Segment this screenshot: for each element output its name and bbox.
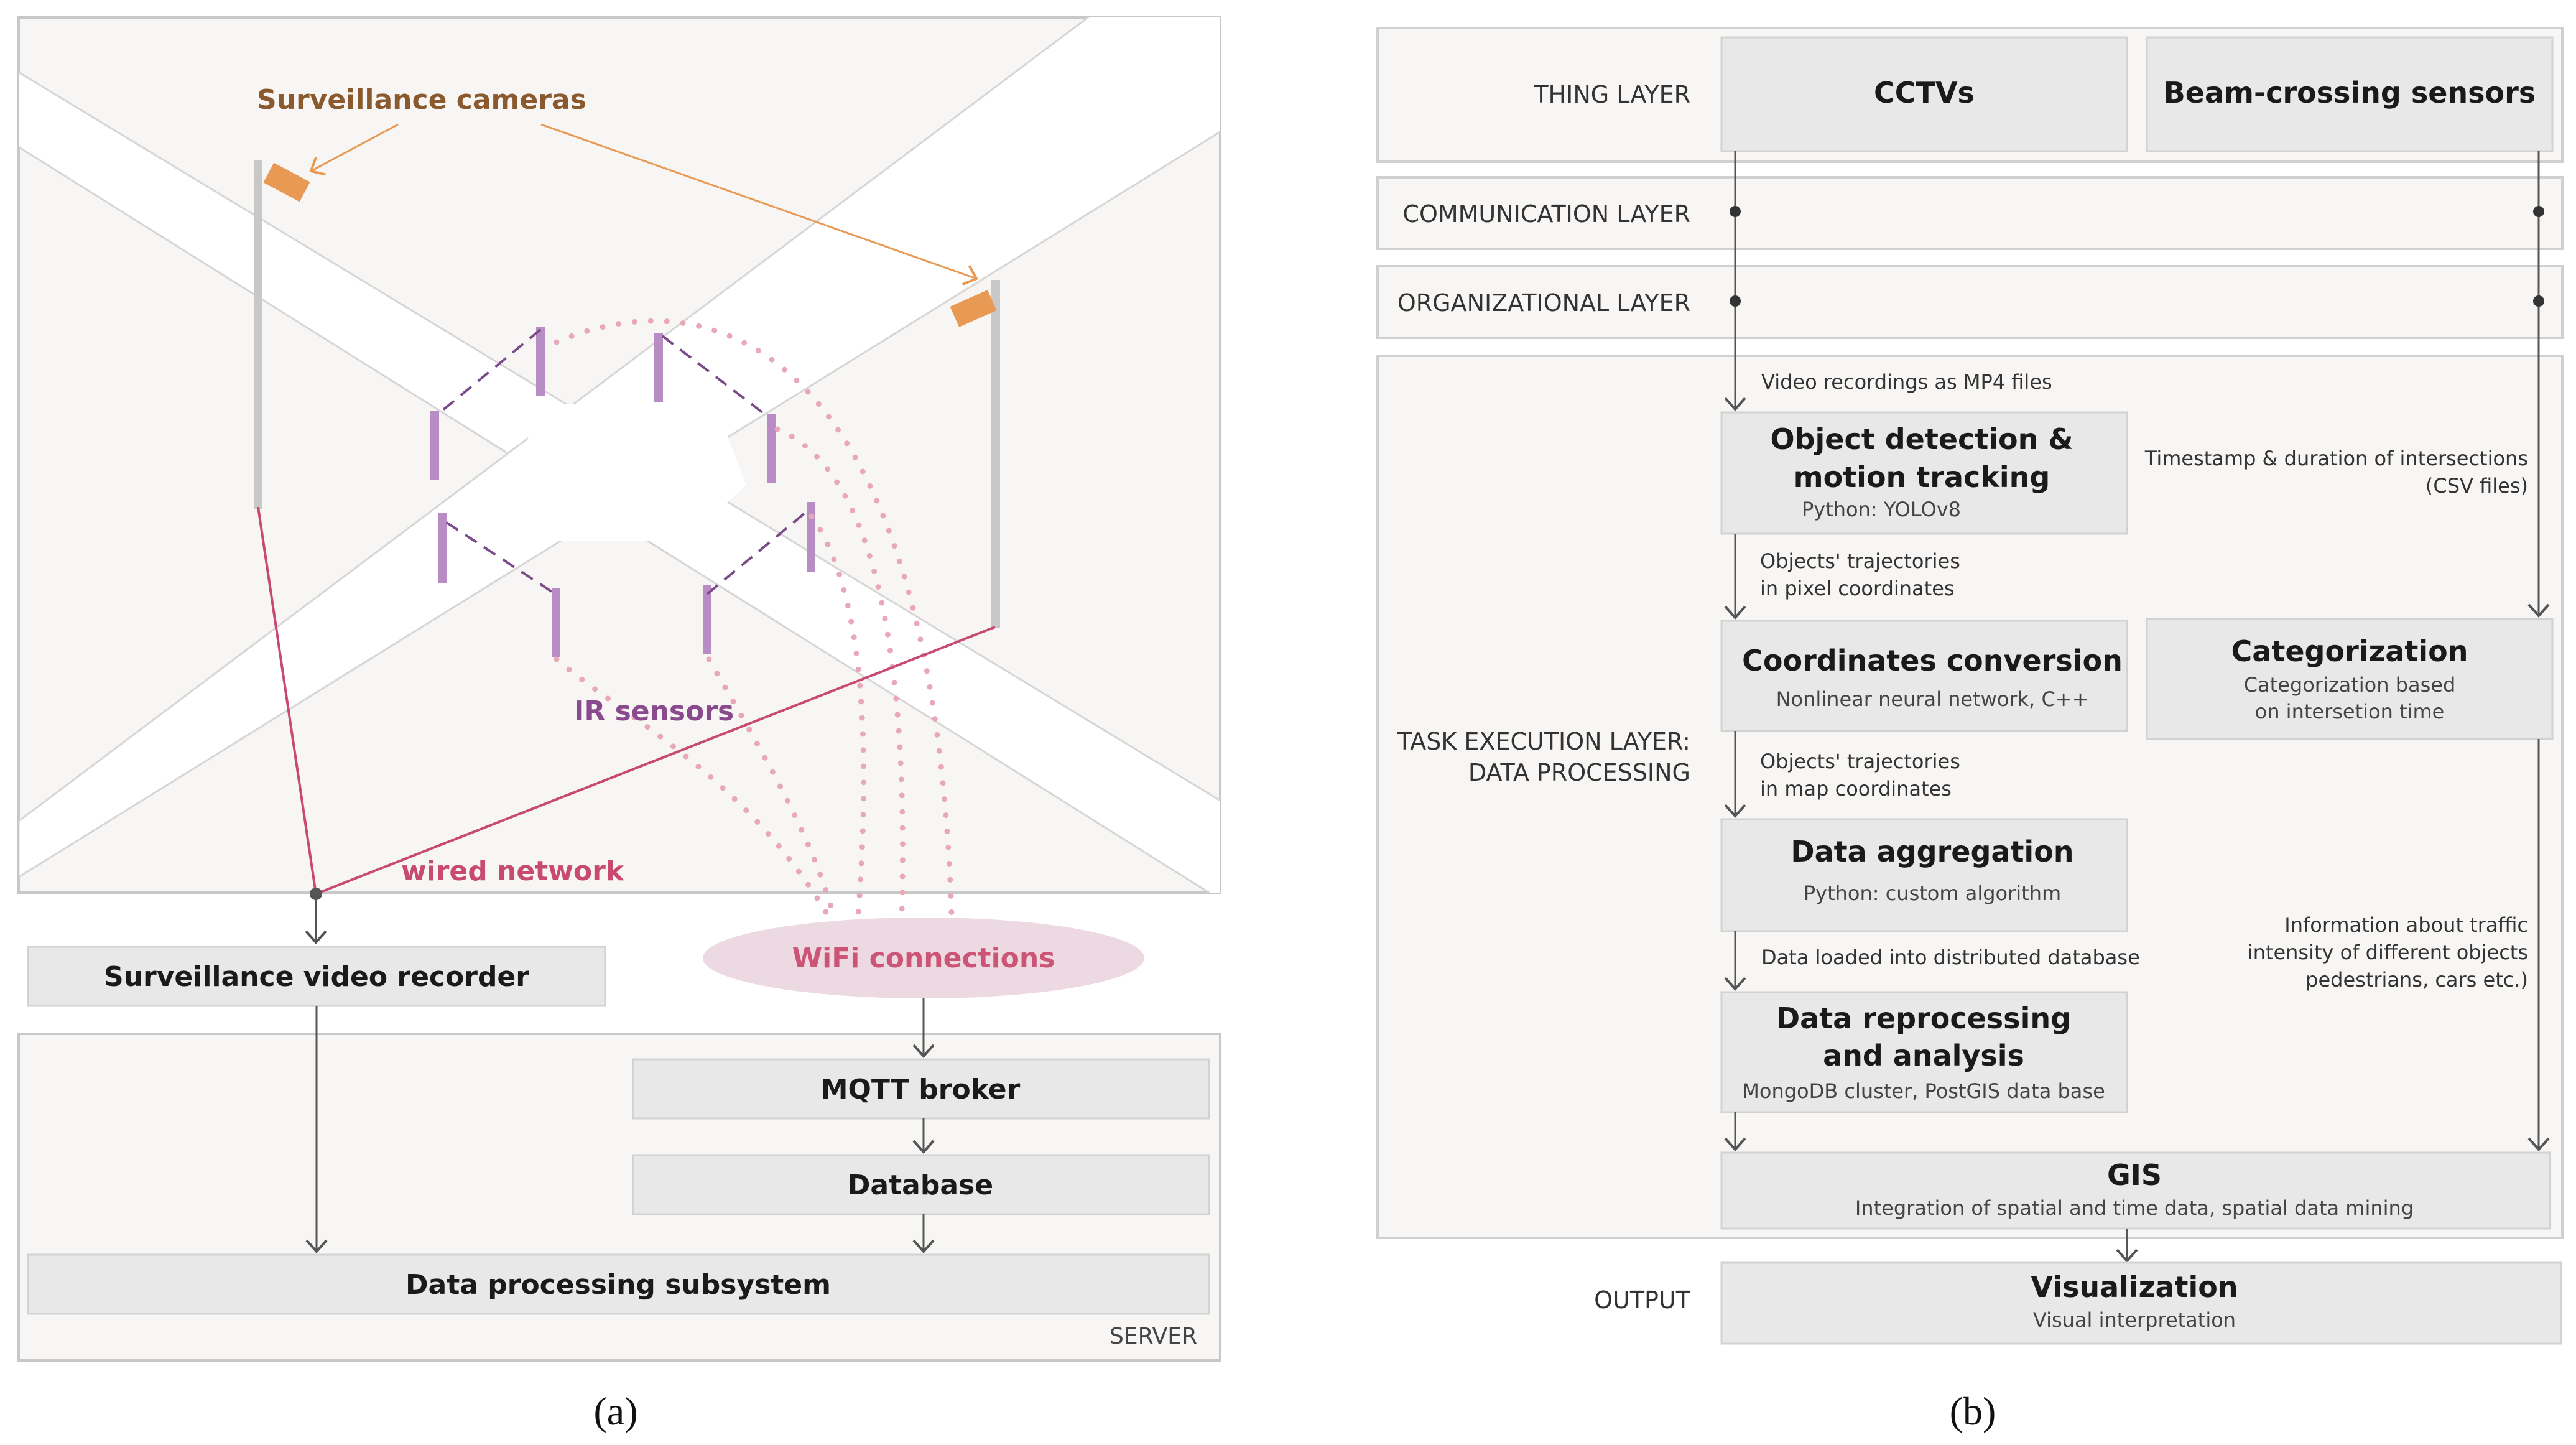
camera-arrow-right [540,123,978,286]
ir-sensor [438,513,447,583]
cctv-org-node [1730,295,1741,307]
traj-pixel-label-line2: in pixel coordinates [1760,577,1955,600]
traj-map-label-line2: in map coordinates [1760,777,1952,801]
thing-layer-label: THING LAYER [1533,81,1690,108]
traj-map-label-line1: Objects' trajectories [1760,750,1960,773]
ir-sensors [430,327,815,657]
cctvs-label: CCTVs [1874,76,1975,109]
organizational-layer-band [1376,265,2564,339]
task-execution-layer-label-line2: DATA PROCESSING [1468,759,1690,786]
info-traffic-line2: intensity of different objects [2248,941,2528,964]
object-detection-box [1720,411,2128,535]
camera-icon-right [950,290,997,327]
camera-pole-right [991,280,1000,628]
wired-network-label: wired network [401,855,625,887]
mqtt-broker-label: MQTT broker [821,1074,1021,1105]
categorization-sub-line1: Categorization based [2244,673,2456,697]
beam-comm-node [2533,206,2544,217]
info-traffic-line3: pedestrians, cars etc.) [2305,968,2528,992]
intersection-roads [19,17,1220,893]
ir-sensor [767,414,776,483]
beam-crossing-sensors-label: Beam-crossing sensors [2164,76,2536,109]
task-execution-layer-label-line1: TASK EXECUTION LAYER: [1397,728,1690,755]
video-recordings-label: Video recordings as MP4 files [1761,370,2052,394]
ir-sensor [807,502,815,572]
gis-sub: Integration of spatial and time data, sp… [1855,1196,2414,1220]
cctv-comm-node [1730,206,1741,217]
panel-a: Surveillance cameras IR sensors [17,16,1221,1433]
camera-pole-left [254,160,262,509]
coordinates-conversion-sub: Nonlinear neural network, C++ [1776,687,2089,711]
panel-b: THING LAYER COMMUNICATION LAYER ORGANIZA… [1376,27,2564,1433]
camera-icon-left [263,162,310,202]
object-detection-sub: Python: YOLOv8 [1802,498,1961,521]
communication-layer-label: COMMUNICATION LAYER [1402,200,1690,228]
coordinates-conversion-box [1720,620,2128,732]
ir-sensor [654,333,663,402]
info-traffic-line1: Information about traffic [2284,913,2528,937]
traj-pixel-label-line1: Objects' trajectories [1760,549,1960,573]
surveillance-video-recorder-box [27,946,606,1007]
mqtt-broker-box [632,1058,1210,1120]
ir-sensor [703,585,711,654]
object-detection-title-line2: motion tracking [1794,460,2050,494]
visualization-title: Visualization [2031,1270,2238,1304]
categorization-sub-line2: on intersetion time [2255,700,2445,723]
server-label: SERVER [1110,1324,1197,1349]
coordinates-conversion-title: Coordinates conversion [1742,644,2123,677]
wifi-connections-ellipse [703,918,1144,998]
communication-layer-band [1376,176,2564,250]
output-layer-label: OUTPUT [1594,1286,1691,1314]
ir-sensors-label: IR sensors [574,695,734,727]
data-reprocessing-box [1720,991,2128,1113]
panel-b-label: (b) [1950,1389,1996,1433]
timestamp-label-line2: (CSV files) [2425,474,2528,498]
gis-box [1720,1151,2551,1230]
wifi-connections-label: WiFi connections [792,942,1055,974]
gis-title: GIS [2107,1158,2162,1192]
ir-sensor [552,588,560,657]
database-label: Database [848,1169,993,1201]
cctvs-box [1720,36,2128,152]
timestamp-label-line1: Timestamp & duration of intersections [2144,447,2528,470]
data-aggregation-sub: Python: custom algorithm [1804,881,2061,905]
data-reprocessing-title-line1: Data reprocessing [1776,1001,2071,1035]
ir-sensor [430,411,439,480]
database-box [632,1154,1210,1215]
surveillance-video-recorder-label: Surveillance video recorder [104,961,529,993]
data-aggregation-title: Data aggregation [1791,835,2073,868]
object-detection-title-line1: Object detection & [1770,422,2073,456]
categorization-box [2146,618,2554,740]
panel-a-label: (a) [593,1389,637,1433]
data-aggregation-box [1720,818,2128,932]
ir-sensor [536,327,545,396]
data-reprocessing-title-line2: and analysis [1823,1039,2024,1072]
beam-org-node [2533,295,2544,307]
organizational-layer-label: ORGANIZATIONAL LAYER [1397,289,1690,317]
data-reprocessing-sub: MongoDB cluster, PostGIS data base [1742,1079,2105,1103]
beam-crossing-sensors-box [2146,36,2554,152]
data-processing-subsystem-box [27,1253,1210,1315]
categorization-title: Categorization [2231,634,2468,668]
wired-network-lines [257,506,996,895]
data-processing-subsystem-label: Data processing subsystem [405,1269,831,1301]
visualization-box [1720,1261,2562,1345]
visualization-sub: Visual interpretation [2033,1308,2236,1332]
wifi-links [554,318,955,918]
camera-arrow-left [309,123,399,176]
data-loaded-label: Data loaded into distributed database [1761,946,2140,969]
surveillance-cameras-label: Surveillance cameras [257,84,586,116]
